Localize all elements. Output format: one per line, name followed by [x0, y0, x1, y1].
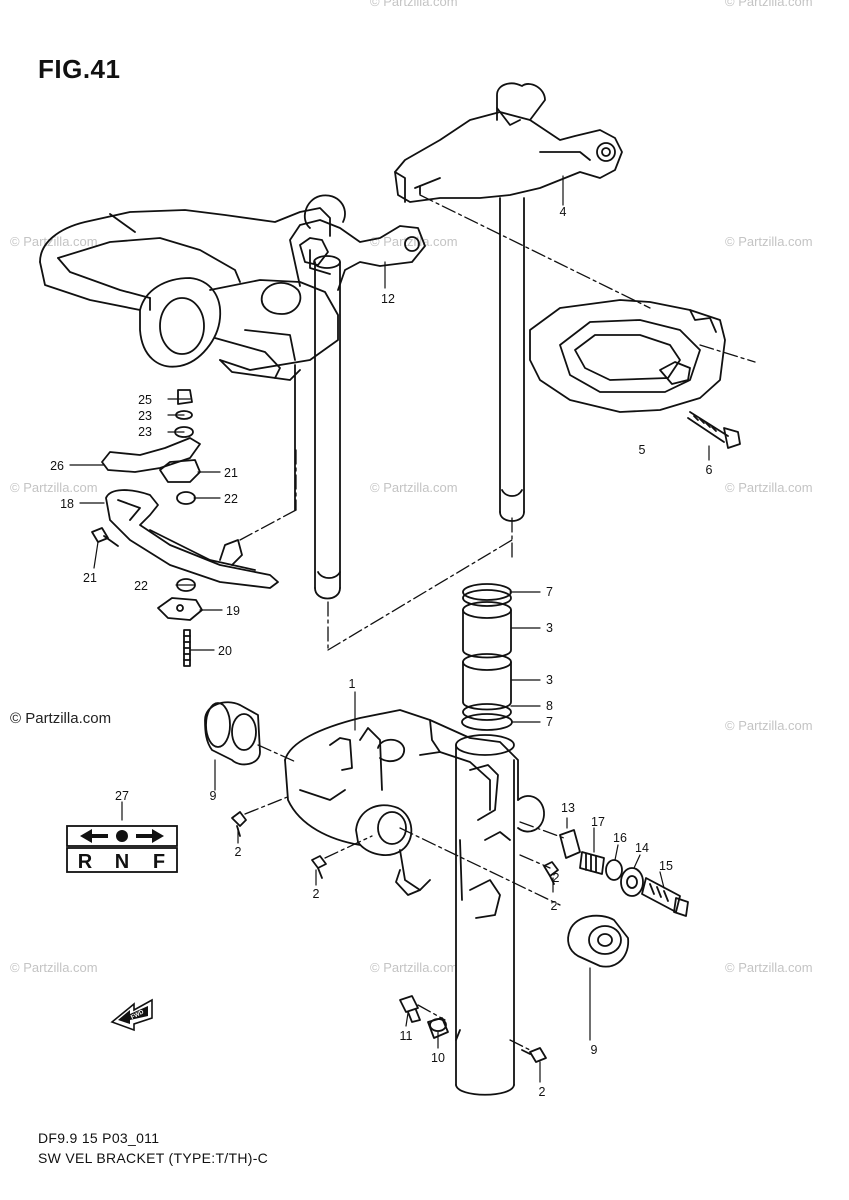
callout-2: 2: [553, 871, 560, 885]
callout-12: 12: [381, 292, 395, 306]
callout-2: 2: [235, 845, 242, 859]
callout-21: 21: [83, 571, 97, 585]
watermark: © Partzilla.com: [725, 718, 813, 733]
watermark: © Partzilla.com: [370, 0, 458, 9]
watermark: © Partzilla.com: [10, 480, 98, 495]
drawing-code: DF9.9 15 P03_011: [38, 1130, 160, 1146]
callout-11: 11: [400, 1029, 413, 1043]
callout-2: 2: [551, 899, 558, 913]
callout-5: 5: [639, 443, 646, 457]
callout-20: 20: [218, 644, 232, 658]
watermark: © Partzilla.com: [725, 234, 813, 249]
callout-3: 3: [546, 621, 553, 635]
shift-neutral-label: N: [115, 851, 129, 873]
callout-8: 8: [546, 699, 553, 713]
watermark: © Partzilla.com: [10, 234, 98, 249]
callout-7: 7: [546, 715, 553, 729]
arrow-left-icon: [80, 829, 108, 843]
callout-25: 25: [138, 393, 152, 407]
arrow-right-icon: [136, 829, 164, 843]
callout-17: 17: [591, 815, 605, 829]
callout-19: 19: [226, 604, 240, 618]
shift-forward-label: F: [153, 851, 165, 873]
callout-22: 22: [224, 492, 238, 506]
callout-14: 14: [635, 841, 649, 855]
figure-caption: SW VEL BRACKET (TYPE:T/TH)-C: [38, 1150, 269, 1166]
callout-4: 4: [560, 205, 567, 219]
bolt-11: [399, 995, 449, 1039]
bracket-12: [299, 237, 329, 266]
callout-2: 2: [313, 887, 320, 901]
bolt-6: [687, 411, 741, 449]
callout-23: 23: [138, 425, 152, 439]
callout-7: 7: [546, 585, 553, 599]
lock-lever-assembly: [91, 389, 279, 667]
watermark: © Partzilla.com: [370, 960, 458, 975]
screws-2: [231, 811, 559, 1063]
clamp-bracket: [39, 194, 426, 381]
bushing-9-left: [204, 701, 261, 766]
callout-18: 18: [60, 497, 74, 511]
forward-arrow-icon: FWD: [110, 998, 153, 1032]
shift-indicator-27: R N F: [66, 825, 178, 873]
upper-arm-4: [394, 82, 623, 203]
figure-title: FIG.41: [38, 54, 121, 84]
watermark: © Partzilla.com: [370, 234, 458, 249]
steering-shaft-left: [294, 255, 341, 600]
callout-22: 22: [134, 579, 148, 593]
bushing-stack: [461, 583, 513, 731]
shift-reverse-label: R: [78, 851, 93, 873]
watermark: © Partzilla.com: [10, 960, 98, 975]
swivel-bracket-1: [284, 709, 545, 919]
leader-lines: [69, 175, 710, 1083]
swivel-tube: [455, 734, 515, 1096]
callout-13: 13: [561, 801, 575, 815]
neutral-dot-icon: [116, 830, 128, 842]
callout-10: 10: [431, 1051, 445, 1065]
callout-9: 9: [210, 789, 217, 803]
watermark-copyright: © Partzilla.com: [10, 710, 112, 727]
callout-21: 21: [224, 466, 238, 480]
callout-9: 9: [591, 1043, 598, 1057]
callout-1: 1: [349, 677, 356, 691]
callout-15: 15: [659, 859, 673, 873]
callout-23: 23: [138, 409, 152, 423]
watermark: © Partzilla.com: [725, 960, 813, 975]
plate-5: [529, 299, 726, 413]
callout-26: 26: [50, 459, 64, 473]
callout-numbers: 4 12 5 6 25 23 23 26 21 22 18 21 22 19 2…: [50, 205, 712, 1099]
watermark: © Partzilla.com: [370, 480, 458, 495]
callout-27: 27: [115, 789, 129, 803]
watermark: © Partzilla.com: [725, 480, 813, 495]
callout-16: 16: [613, 831, 627, 845]
callout-2: 2: [539, 1085, 546, 1099]
bushing-9-right: [567, 914, 630, 968]
callout-3: 3: [546, 673, 553, 687]
watermark: © Partzilla.com: [725, 0, 813, 9]
pivot-shaft: [499, 197, 525, 522]
hardware-right: [559, 829, 689, 917]
callout-6: 6: [706, 463, 713, 477]
